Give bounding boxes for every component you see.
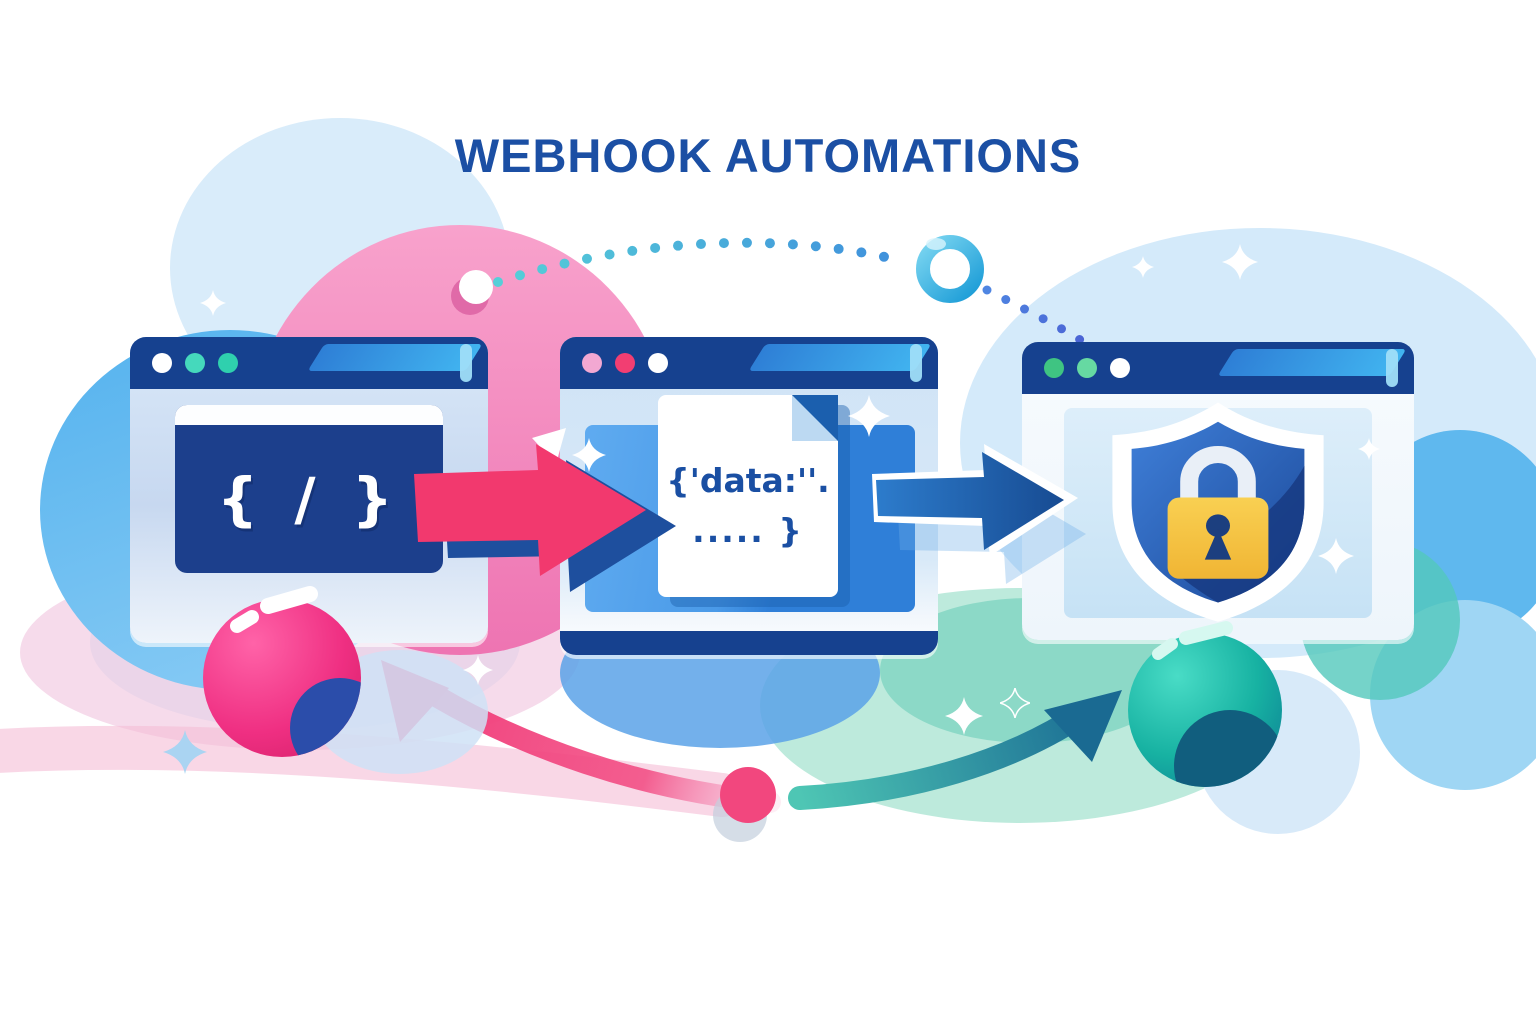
padlock-keyhole (1206, 514, 1230, 537)
padlock-keyhole-slot (1204, 529, 1232, 560)
titlebar-highlight (748, 344, 932, 371)
titlebar-dot (152, 353, 172, 373)
titlebar-highlight (1217, 349, 1407, 376)
node-dot-shadow (713, 788, 767, 842)
payload-window-bottombar (560, 631, 938, 655)
titlebar-scroll-bar (910, 344, 922, 382)
titlebar-dot (218, 353, 238, 373)
document-fold-corner (792, 395, 838, 441)
payload-window: {'data:''. ..... } (560, 337, 938, 655)
code-braces-icon: { / } (216, 465, 402, 533)
panel-header-strip (175, 405, 443, 425)
titlebar-dot (648, 353, 668, 373)
connector-ring-icon (916, 235, 984, 303)
ring-gloss (926, 238, 946, 250)
titlebar-dot (1044, 358, 1064, 378)
pink-flow-band (0, 725, 744, 817)
source-window: { / } (130, 337, 488, 643)
padlock-shackle (1180, 446, 1256, 511)
illustration-title: WEBHOOK AUTOMATIONS (454, 129, 1082, 182)
titlebar-dot (185, 353, 205, 373)
document-text-line2: ..... } (692, 511, 804, 550)
security-window (1022, 342, 1414, 640)
titlebar-scroll-bar (1386, 349, 1398, 387)
titlebar-dot (582, 353, 602, 373)
titlebar-highlight (307, 344, 483, 371)
titlebar-dot (1110, 358, 1130, 378)
shield-lock-icon (1112, 402, 1324, 622)
code-editor-panel: { / } (175, 405, 443, 573)
security-window-titlebar (1022, 342, 1414, 394)
payload-window-titlebar (560, 337, 938, 389)
source-window-titlebar (130, 337, 488, 389)
payload-document: {'data:''. ..... } (658, 395, 838, 597)
titlebar-scroll-bar (460, 344, 472, 382)
document-text-line1: {'data:''. (666, 461, 830, 500)
pink-node-dot (720, 767, 776, 823)
titlebar-dot (615, 353, 635, 373)
titlebar-dot (1077, 358, 1097, 378)
